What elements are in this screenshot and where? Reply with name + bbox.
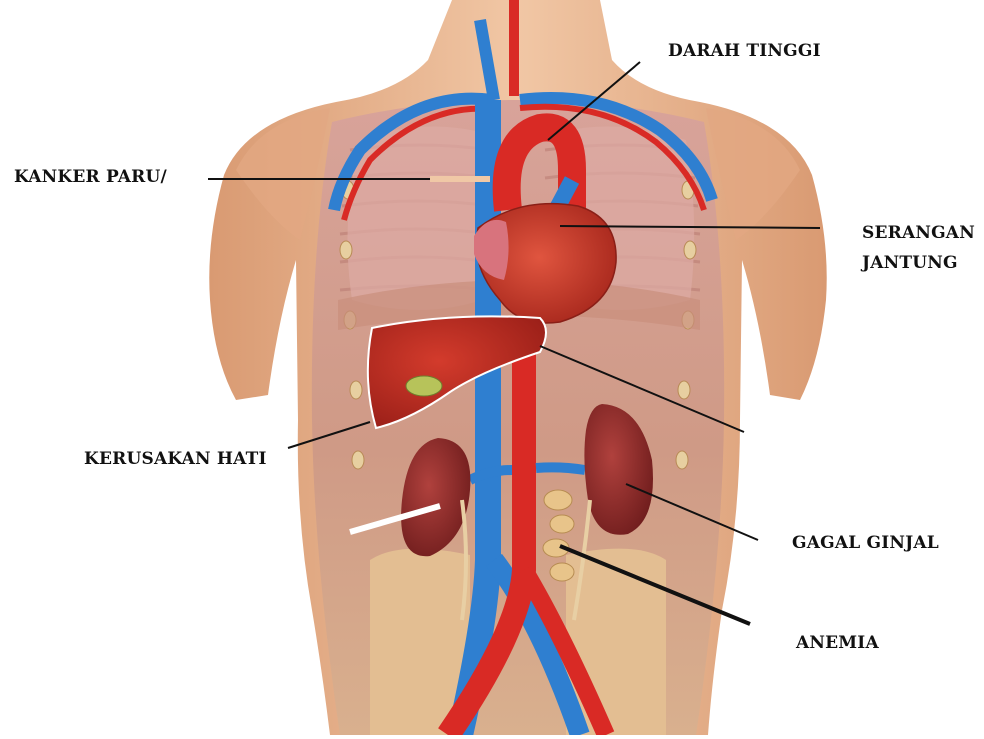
renal-artery-right <box>536 467 585 470</box>
label-serangan-jantung: SERANGAN JANTUNG <box>862 218 980 278</box>
label-kanker-paru: KANKER PARU/ <box>14 164 167 190</box>
gallbladder <box>406 376 442 396</box>
label-gagal-ginjal: GAGAL GINJAL <box>792 530 939 556</box>
label-darah-tinggi: DARAH TINGGI <box>668 38 821 64</box>
label-anemia: ANEMIA <box>796 630 879 656</box>
label-kerusakan-hati: KERUSAKAN HATI <box>84 446 267 472</box>
